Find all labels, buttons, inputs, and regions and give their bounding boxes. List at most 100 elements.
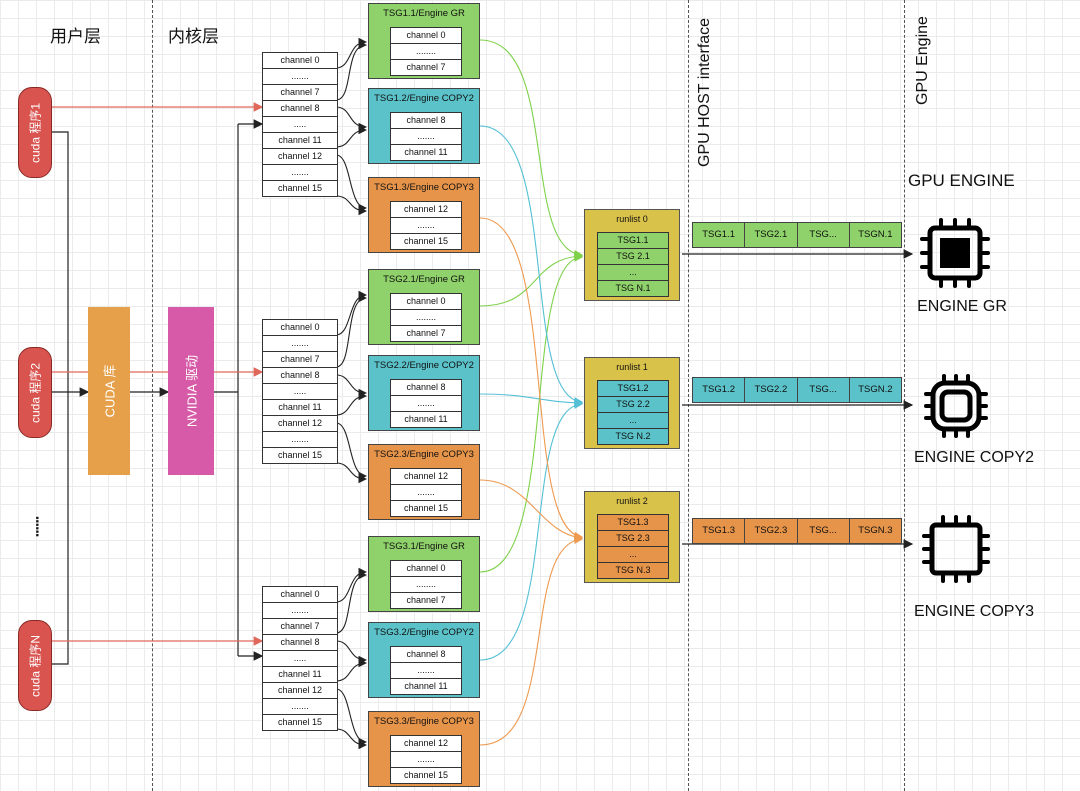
tsg-channel: ....... bbox=[391, 663, 461, 679]
host-cell: TSG2.2 bbox=[745, 378, 798, 402]
cuda-program-2: cuda 程序2 bbox=[18, 347, 52, 438]
runlist-entry: TSG N.1 bbox=[615, 283, 651, 293]
tsg-title: TSG3.2/Engine COPY2 bbox=[374, 627, 474, 638]
host-cell: TSGN.3 bbox=[858, 525, 893, 536]
tsg-3-3: TSG3.3/Engine COPY3 channel 12.......cha… bbox=[368, 711, 480, 787]
channel-stack-2: channel 0 ....... channel 7 channel 8 ..… bbox=[262, 319, 338, 464]
separator-user-kernel bbox=[152, 0, 153, 791]
host-cell: TSG2.1 bbox=[745, 223, 798, 247]
nvidia-driver: NVIDIA 驱动 bbox=[168, 307, 214, 475]
tsg-channel: ....... bbox=[391, 218, 461, 234]
channel-cell: ..... bbox=[263, 651, 337, 667]
runlist-title: runlist 1 bbox=[616, 362, 648, 372]
tsg-2-3: TSG2.3/Engine COPY3 channel 12.......cha… bbox=[368, 444, 480, 520]
runlist-entry: ... bbox=[598, 547, 668, 563]
channel-cell: ....... bbox=[263, 165, 337, 181]
tsg-channel: ........ bbox=[391, 310, 461, 326]
channel-cell: channel 15 bbox=[277, 717, 323, 727]
channel-stack-1: channel 0 ....... channel 7 channel 8 ..… bbox=[262, 52, 338, 197]
channel-cell: channel 11 bbox=[263, 667, 337, 683]
channel-cell: channel 15 bbox=[277, 183, 323, 193]
channel-cell: ....... bbox=[263, 432, 337, 448]
tsg-title: TSG2.2/Engine COPY2 bbox=[374, 360, 474, 371]
tsg-title: TSG1.1/Engine GR bbox=[383, 8, 465, 19]
tsg-channel: ....... bbox=[391, 129, 461, 145]
channel-cell: channel 8 bbox=[263, 635, 337, 651]
tsg-3-2: TSG3.2/Engine COPY2 channel 8.......chan… bbox=[368, 622, 480, 698]
tsg-1-1: TSG1.1/Engine GR channel 0........channe… bbox=[368, 3, 480, 79]
runlist-entry: TSG1.1 bbox=[598, 233, 668, 249]
tsg-channel: channel 15 bbox=[403, 770, 449, 780]
tsg-title: TSG3.3/Engine COPY3 bbox=[374, 716, 474, 727]
separator-engine bbox=[904, 0, 905, 791]
channel-cell: channel 0 bbox=[263, 53, 337, 69]
tsg-title: TSG1.2/Engine COPY2 bbox=[374, 93, 474, 104]
engine-copy3-label: ENGINE COPY3 bbox=[913, 603, 1035, 620]
tsg-title: TSG1.3/Engine COPY3 bbox=[374, 182, 474, 193]
channel-cell: channel 8 bbox=[263, 101, 337, 117]
channel-cell: channel 8 bbox=[263, 368, 337, 384]
channel-cell: ....... bbox=[263, 699, 337, 715]
tsg-channel: channel 8 bbox=[391, 647, 461, 663]
runlist-entry: TSG N.3 bbox=[615, 565, 651, 575]
tsg-channel: channel 11 bbox=[404, 414, 448, 424]
channel-cell: channel 12 bbox=[263, 149, 337, 165]
tsg-channel: channel 8 bbox=[391, 113, 461, 129]
host-cell: TSGN.1 bbox=[858, 229, 893, 240]
host-cell: TSG1.2 bbox=[693, 378, 746, 402]
tsg-2-1: TSG2.1/Engine GR channel 0........channe… bbox=[368, 269, 480, 345]
tsg-1-2: TSG1.2/Engine COPY2 channel 8.......chan… bbox=[368, 88, 480, 164]
tsg-channel: channel 12 bbox=[391, 202, 461, 218]
host-cell: TSG2.3 bbox=[745, 519, 798, 543]
runlist-entry: TSG N.2 bbox=[615, 431, 651, 441]
tsg-1-3: TSG1.3/Engine COPY3 channel 12....... cha… bbox=[368, 177, 480, 253]
tsg-title: TSG2.1/Engine GR bbox=[383, 274, 465, 285]
label-user-layer: 用户层 bbox=[50, 27, 101, 46]
engine-copy2-label: ENGINE COPY2 bbox=[913, 449, 1035, 466]
cuda-program-n: cuda 程序N bbox=[18, 620, 52, 711]
channel-cell: channel 7 bbox=[263, 619, 337, 635]
runlist-title: runlist 0 bbox=[616, 214, 648, 224]
programs-ellipsis: ...... bbox=[25, 516, 43, 538]
channel-stack-3: channel 0 ....... channel 7 channel 8 ..… bbox=[262, 586, 338, 731]
runlist-title: runlist 2 bbox=[616, 496, 648, 506]
channel-cell: channel 11 bbox=[263, 133, 337, 149]
channel-cell: channel 12 bbox=[263, 416, 337, 432]
tsg-2-2: TSG2.2/Engine COPY2 channel 8.......chan… bbox=[368, 355, 480, 431]
tsg-channel: channel 0 bbox=[391, 561, 461, 577]
chip-copy2-icon bbox=[924, 374, 988, 438]
channel-cell: ....... bbox=[263, 336, 337, 352]
host-cell: TSG1.1 bbox=[693, 223, 746, 247]
gpu-engine-heading: GPU ENGINE bbox=[908, 171, 1015, 190]
host-cell: TSG... bbox=[798, 223, 850, 247]
engine-gr-label: ENGINE GR bbox=[917, 298, 1007, 315]
tsg-channel: channel 8 bbox=[391, 380, 461, 396]
tsg-channel: ........ bbox=[391, 577, 461, 593]
runlist-entry: TSG1.2 bbox=[598, 381, 668, 397]
tsg-channel: channel 12 bbox=[391, 469, 461, 485]
chip-copy3-icon bbox=[922, 515, 990, 583]
tsg-channel: channel 7 bbox=[406, 328, 446, 338]
runlist-entry: TSG 2.3 bbox=[598, 531, 668, 547]
tsg-channel: channel 7 bbox=[406, 62, 446, 72]
host-cell: TSGN.2 bbox=[858, 384, 893, 395]
tsg-title: TSG3.1/Engine GR bbox=[383, 541, 465, 552]
channel-cell: ..... bbox=[263, 384, 337, 400]
channel-cell: channel 12 bbox=[263, 683, 337, 699]
tsg-channel: channel 0 bbox=[391, 28, 461, 44]
tsg-title: TSG2.3/Engine COPY3 bbox=[374, 449, 474, 460]
channel-cell: ..... bbox=[263, 117, 337, 133]
cuda-program-1: cuda 程序1 bbox=[18, 87, 52, 178]
channel-cell: ....... bbox=[263, 603, 337, 619]
runlist-entry: TSG 2.1 bbox=[598, 249, 668, 265]
tsg-channel: channel 15 bbox=[403, 236, 449, 246]
label-kernel-layer: 内核层 bbox=[168, 27, 219, 46]
channel-cell: ....... bbox=[263, 69, 337, 85]
channel-cell: channel 0 bbox=[263, 320, 337, 336]
